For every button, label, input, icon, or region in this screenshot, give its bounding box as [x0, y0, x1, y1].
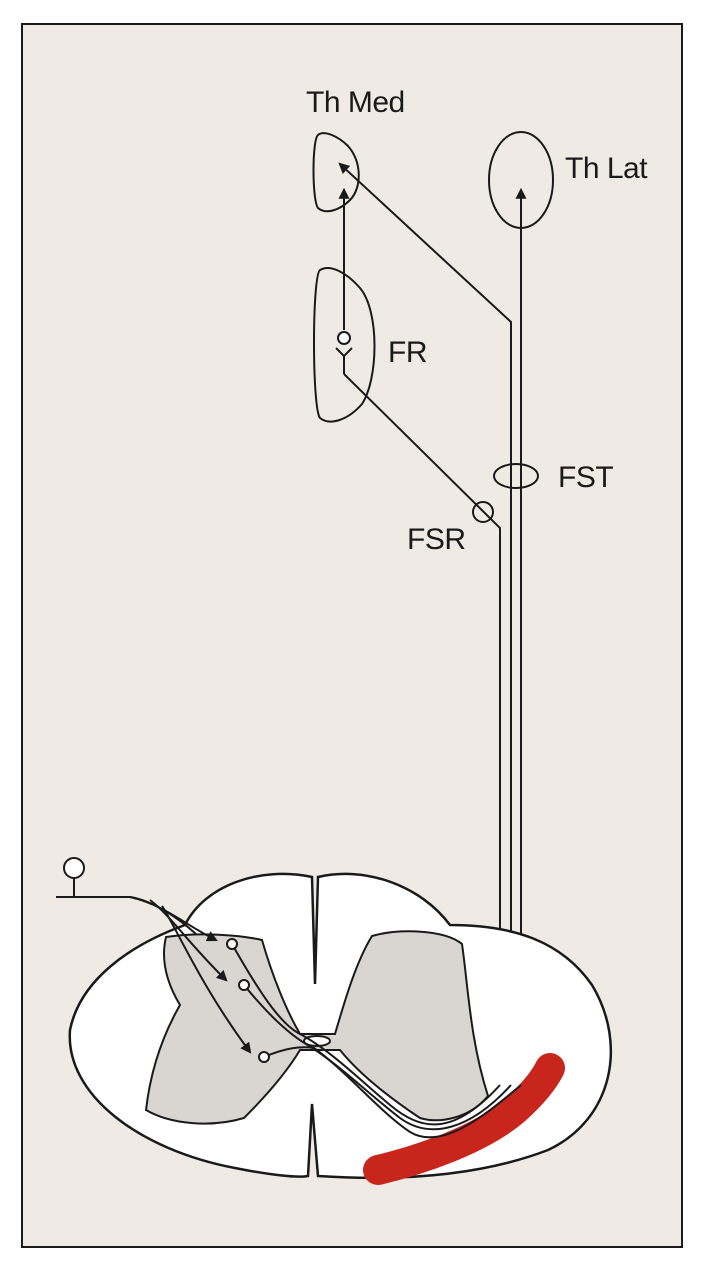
- reticular-formation-outline: [313, 267, 376, 423]
- crossing-fiber-1: [231, 943, 501, 1126]
- afferent-branch-2: [149, 899, 228, 982]
- anterolateral-tract-highlight: [363, 1053, 565, 1185]
- fsr-tract-marker: [472, 501, 494, 523]
- dorsal-horn-neuron-1: [226, 938, 238, 950]
- afferent-branch-3: [161, 905, 252, 1054]
- label-th-lat: Th Lat: [565, 152, 648, 185]
- crossing-fiber-2: [243, 984, 512, 1131]
- dorsal-root-ganglion-soma: [63, 857, 85, 879]
- central-canal: [303, 1035, 331, 1047]
- label-fsr: FSR: [407, 523, 466, 556]
- label-fr: FR: [388, 336, 427, 369]
- reticular-neuron-soma: [337, 331, 351, 345]
- label-th-med: Th Med: [306, 86, 405, 119]
- reticular-synapse-fork-icon: [335, 347, 353, 374]
- spinothalamic-medial-line: [338, 162, 512, 1085]
- dorsal-horn-neuron-3: [258, 1051, 270, 1063]
- dorsal-horn-neuron-2: [238, 979, 250, 991]
- label-fst: FST: [558, 461, 613, 494]
- medial-thalamus-outline: [312, 132, 360, 213]
- afferent-branch-1: [129, 896, 218, 942]
- spinoreticular-tract-line: [343, 373, 501, 1085]
- fst-tract-marker: [493, 463, 539, 489]
- crossing-fiber-3: [263, 1046, 522, 1139]
